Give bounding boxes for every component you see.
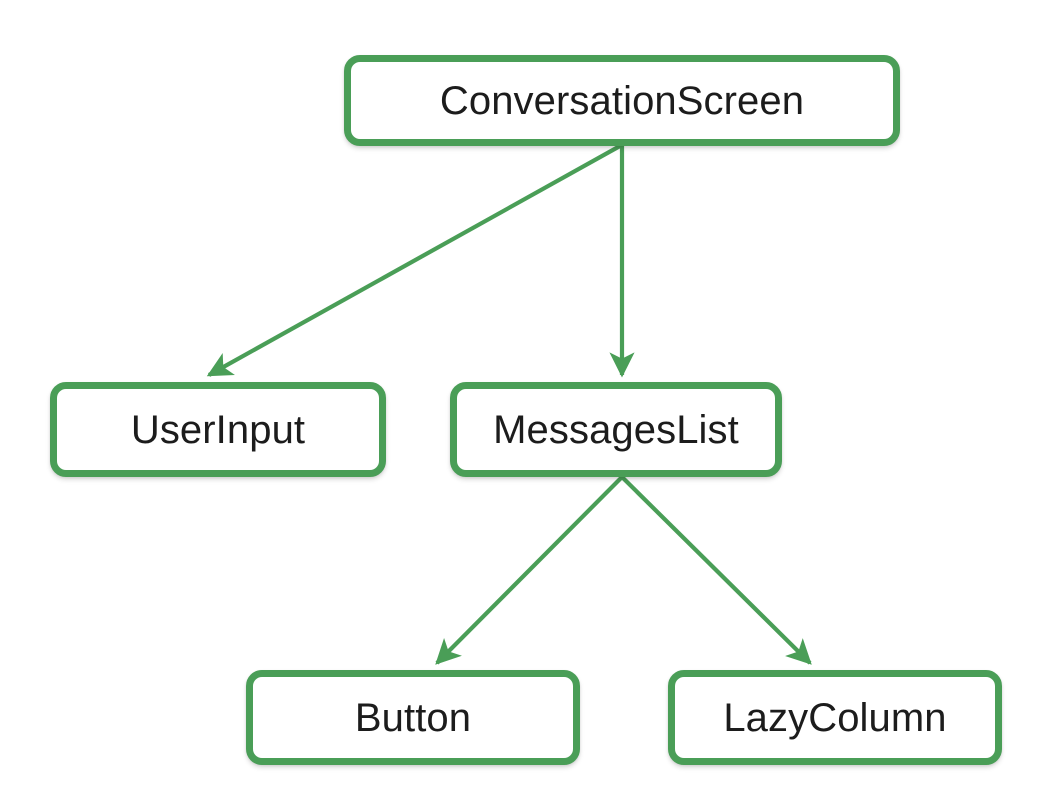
edge-messageslist-to-lazycolumn bbox=[620, 475, 812, 665]
node-label: ConversationScreen bbox=[439, 78, 805, 123]
node-label: UserInput bbox=[130, 407, 306, 452]
edge-messageslist-to-button bbox=[435, 475, 624, 665]
node-conversationscreen[interactable]: ConversationScreen bbox=[344, 55, 900, 146]
node-button[interactable]: Button bbox=[246, 670, 580, 765]
node-lazycolumn[interactable]: LazyColumn bbox=[668, 670, 1002, 765]
node-userinput[interactable]: UserInput bbox=[50, 382, 386, 477]
node-messageslist[interactable]: MessagesList bbox=[450, 382, 782, 477]
node-label: MessagesList bbox=[493, 407, 739, 452]
node-label: LazyColumn bbox=[723, 695, 947, 740]
node-label: Button bbox=[354, 695, 472, 740]
edge-conversationscreen-to-userinput bbox=[206, 144, 622, 377]
